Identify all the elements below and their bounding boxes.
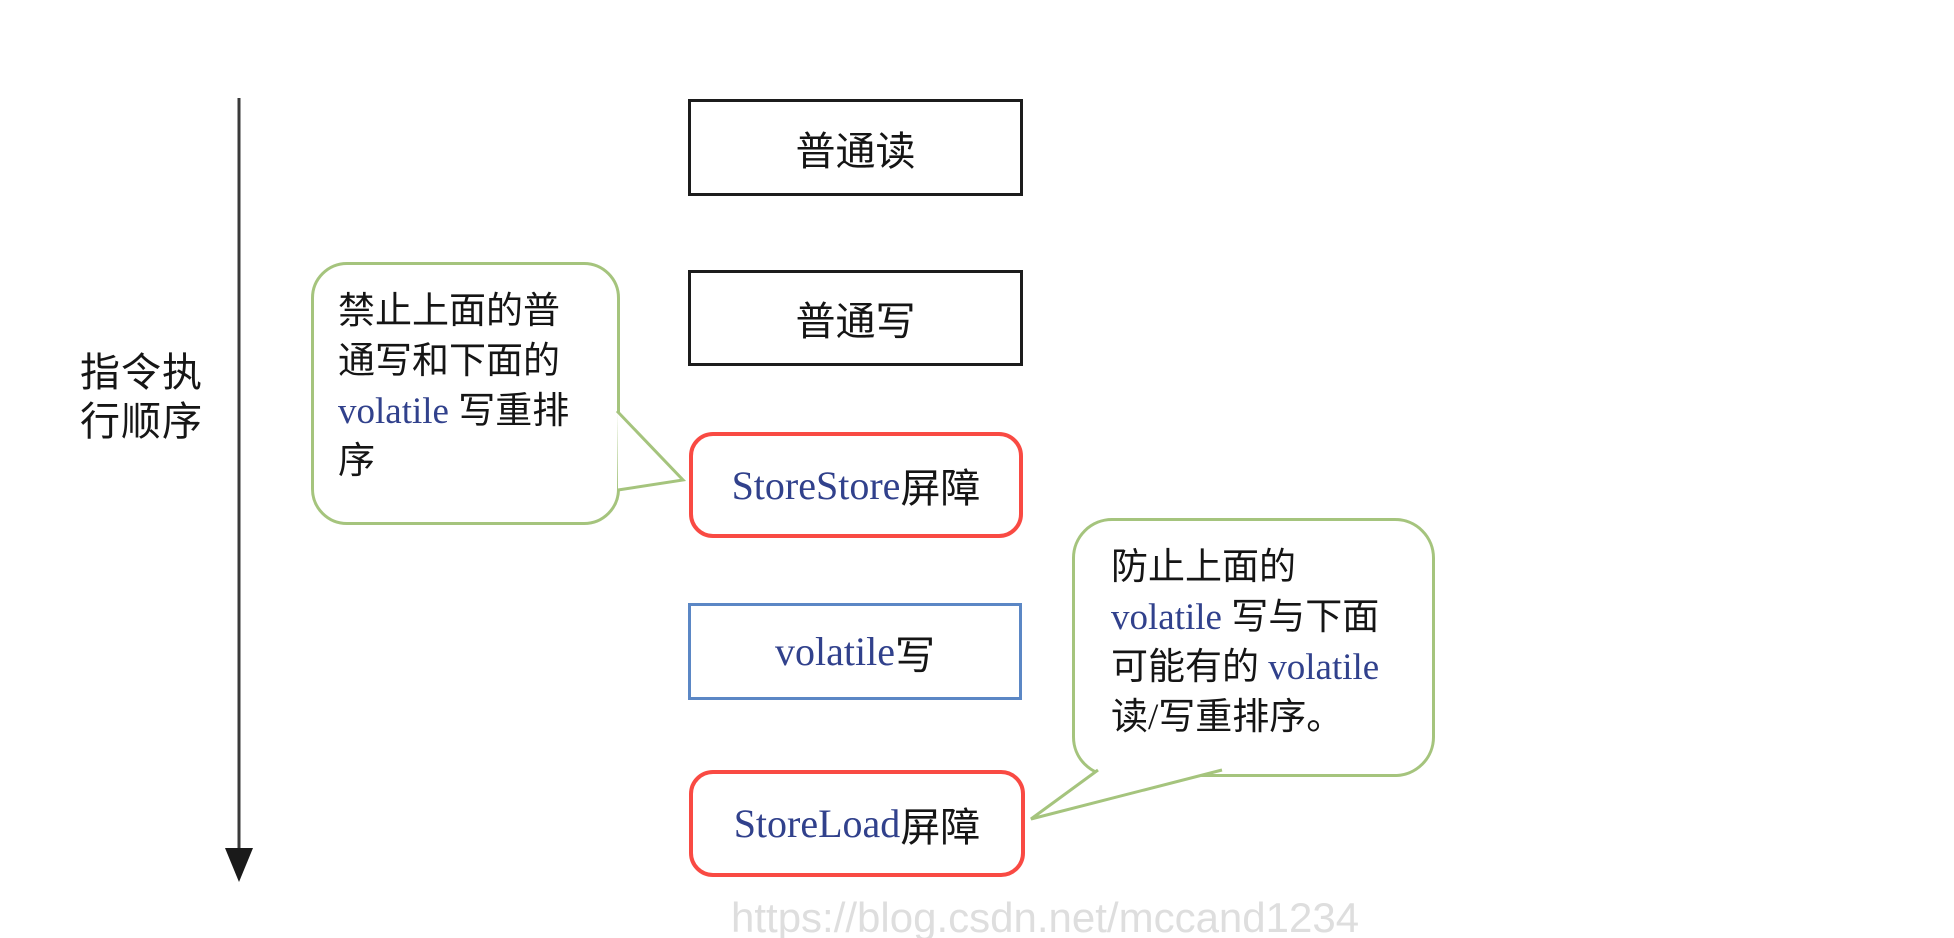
callout-right-line2-latin: volatile [1111,597,1222,638]
watermark: https://blog.csdn.net/mccand1234 [731,894,1360,938]
callout-storestore-note: 禁止上面的普 通写和下面的 volatile 写重排 序 [311,262,620,525]
storeload-label-latin: StoreLoad [733,801,901,846]
callout-right-line3-pre: 可能有的 [1111,647,1269,688]
execution-order-label: 指令执 行顺序 [80,348,220,446]
callout-left-line1: 禁止上面的普 [338,291,560,332]
callout-storeload-note: 防止上面的 volatile 写与下面 可能有的 volatile 读/写重排序… [1072,518,1435,777]
callout-right-line3-latin: volatile [1268,647,1380,688]
box-storestore-barrier: StoreStore 屏障 [689,432,1023,538]
storestore-label-latin: StoreStore [731,462,901,508]
storestore-label-cjk: 屏障 [900,466,981,511]
callout-left-line3-latin: volatile [338,391,449,432]
callout-right-line2-rest: 写与下面 [1221,597,1380,638]
down-arrowhead-icon [225,848,253,882]
callout-left-line2: 通写和下面的 [338,341,560,382]
callout-right-line1: 防止上面的 [1111,547,1296,588]
callout-right-line4: 读/写重排序。 [1111,697,1344,738]
box-normal-write: 普通写 [688,270,1023,366]
callout-left-line3: volatile 写重排 [338,387,607,437]
storeload-label-cjk: 屏障 [900,804,981,850]
callout-right-line3: 可能有的 volatile [1111,643,1422,693]
left-callout-tail [615,409,687,492]
right-callout-tail [1030,768,1223,821]
box-normal-write-label: 普通写 [795,299,916,344]
callout-left-line4: 序 [338,441,375,482]
box-volatile-write: volatile 写 [688,603,1022,700]
box-normal-read: 普通读 [688,99,1023,196]
volatile-write-label-latin: volatile [775,629,895,674]
volatile-write-label-cjk: 写 [894,632,935,678]
execution-order-label-line1: 指令执 [80,350,203,395]
box-normal-read-label: 普通读 [795,128,916,174]
callout-right-line2: volatile 写与下面 [1111,593,1422,643]
callout-left-line3-rest: 写重排 [448,391,570,432]
execution-order-label-line2: 行顺序 [80,399,203,444]
